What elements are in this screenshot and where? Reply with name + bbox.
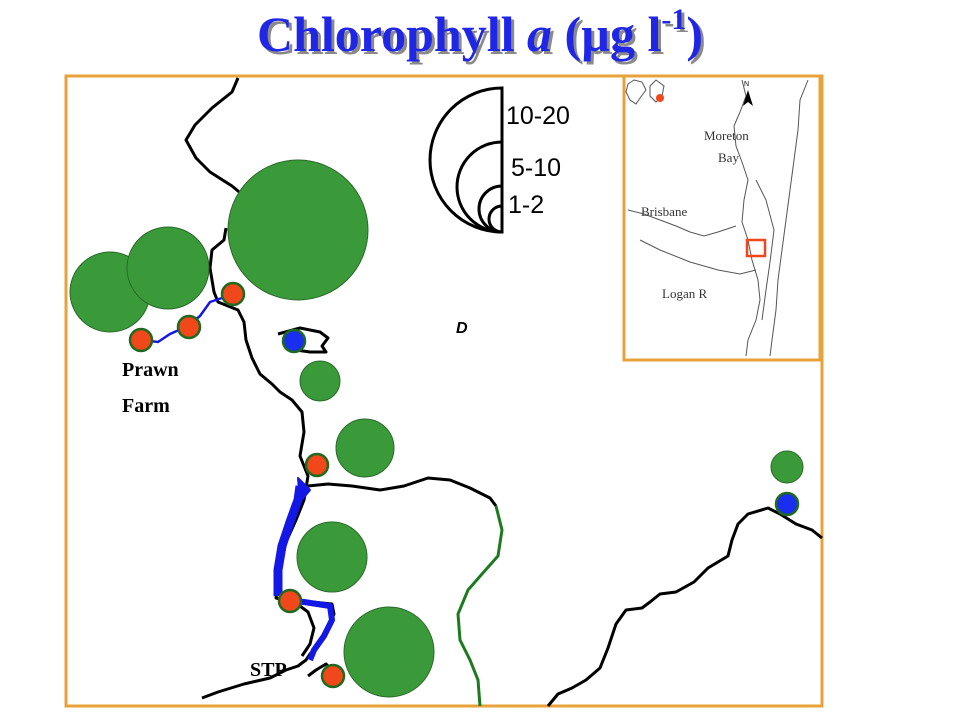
inset-logan-river <box>639 239 757 275</box>
inset-frame <box>622 74 822 362</box>
channel-lower <box>281 597 335 662</box>
chl-circle-mid <box>335 418 395 478</box>
inset-coastline <box>625 79 809 357</box>
coast-west-bank <box>201 227 336 700</box>
legend-label-medium: 5-10 <box>511 154 561 182</box>
inset-bay-coast <box>733 79 761 357</box>
map-title: Chlorophyll a (µg l-1) <box>0 2 960 66</box>
inset-study-area-box <box>745 238 767 258</box>
chl-circle-large-north <box>227 159 369 301</box>
inset-brisbane-river <box>627 209 737 237</box>
site-blue-2 <box>774 491 800 517</box>
inset-island <box>755 179 775 321</box>
site-red-2 <box>176 314 202 340</box>
site-blue-1 <box>281 328 307 354</box>
chl-circle-channel <box>296 521 368 593</box>
inset-outer-coast <box>769 79 809 357</box>
legend-label-small: 1-2 <box>508 191 544 219</box>
green-boundary <box>456 505 504 707</box>
coast-channel-inner <box>299 604 316 657</box>
inset-location-dot <box>656 94 664 102</box>
prawn-farm-label-2: Farm <box>122 395 170 417</box>
inset-label-bay: Bay <box>718 150 739 165</box>
title-exponent: -1 <box>661 3 687 36</box>
size-legend <box>428 86 504 234</box>
chl-circle-stp <box>343 606 435 698</box>
legend-arc-tiny <box>487 204 504 234</box>
chl-circle-island <box>299 360 341 402</box>
title-unit: (µg l <box>551 6 662 62</box>
site-red-3 <box>128 327 154 353</box>
inset-map: N Moreton Bay Brisbane Logan R <box>622 74 822 362</box>
odd-mark: D <box>456 320 468 337</box>
inset-label-logan: Logan R <box>662 286 707 301</box>
coastline <box>184 77 823 707</box>
map-frame <box>64 74 824 708</box>
site-red-stp <box>320 663 346 689</box>
inset-label-moreton: Moreton <box>704 128 749 143</box>
coast-north-upper <box>184 77 245 198</box>
north-label: N <box>744 81 749 88</box>
coast-east <box>546 506 823 707</box>
island-outline <box>277 326 330 354</box>
site-red-1 <box>220 281 246 307</box>
site-red-5 <box>277 588 303 614</box>
title-text: Chlorophyll <box>256 6 527 62</box>
north-arrow-icon <box>743 90 753 106</box>
prawn-farm-label-1: Prawn <box>122 359 179 381</box>
channel-upper <box>273 485 305 596</box>
site-red-4 <box>304 452 330 478</box>
coast-inlet <box>307 476 498 507</box>
legend-label-large: 10-20 <box>506 102 570 130</box>
chl-circle-prawn-east <box>126 226 210 310</box>
inset-australia <box>625 79 647 105</box>
title-italic: a <box>526 6 552 62</box>
stp-label: STP <box>250 659 287 681</box>
channel-mouth <box>297 477 311 503</box>
inset-label-brisbane: Brisbane <box>641 204 687 219</box>
sampling-sites <box>128 281 800 689</box>
river-channel <box>273 477 335 662</box>
chl-circle-east <box>770 450 804 484</box>
title-unit-close: ) <box>686 6 703 62</box>
chlorophyll-circles <box>69 159 804 698</box>
